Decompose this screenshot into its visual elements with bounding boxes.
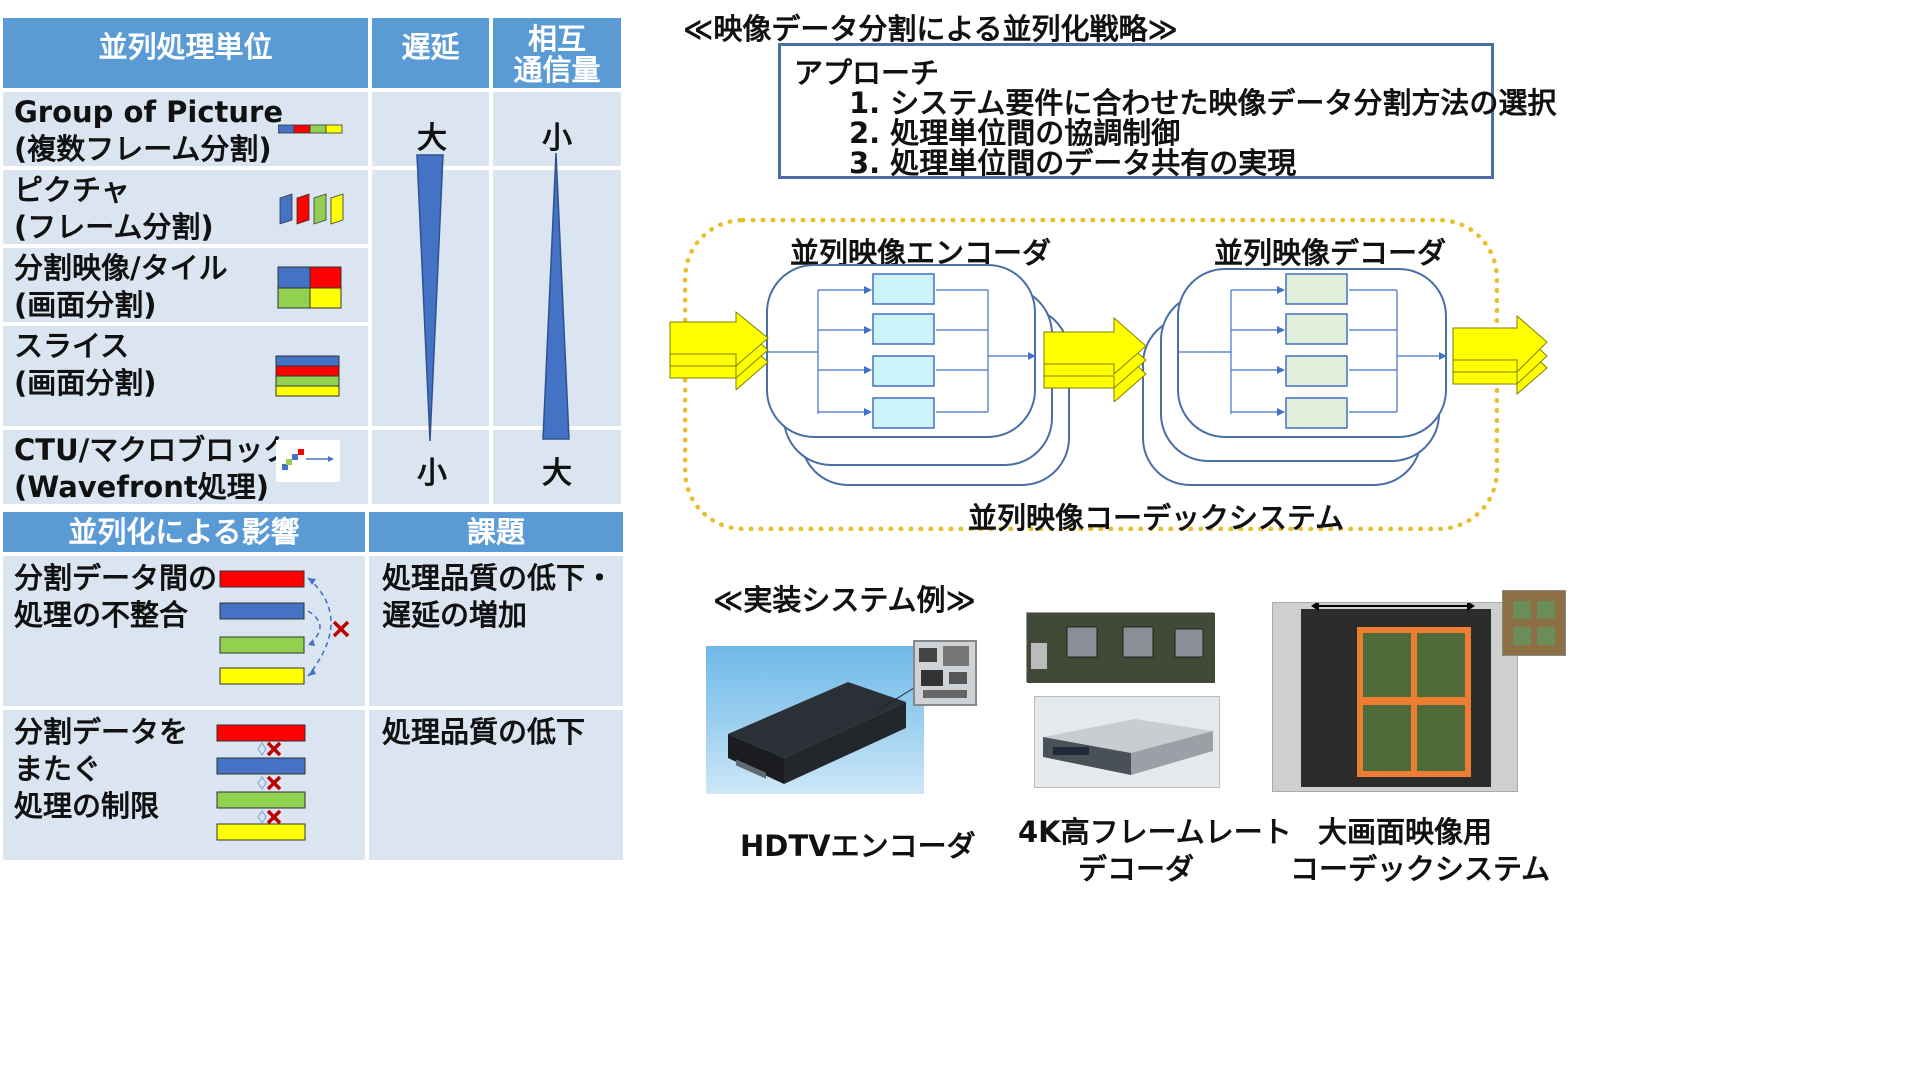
issue-label-quality-delay: 処理品質の低下・ 遅延の増加 bbox=[382, 561, 615, 632]
decoder-label: 並列映像デコーダ bbox=[1214, 236, 1447, 270]
row-label-picture: ピクチャ (フレーム分割) bbox=[14, 173, 214, 244]
approach-item-2: 2. 処理単位間の協調制御 bbox=[849, 116, 1181, 150]
implementation-title: ≪実装システム例≫ bbox=[713, 583, 976, 617]
intermediate-arrow-icon bbox=[1043, 316, 1147, 402]
slice-split-icon bbox=[275, 355, 340, 397]
issue-cell bbox=[369, 710, 623, 860]
decoder-unit-photo bbox=[1034, 696, 1220, 788]
comm-top-label: 小 bbox=[542, 121, 572, 156]
row-label-ctu: CTU/マクロブロック (Wavefront処理) bbox=[14, 433, 293, 504]
header-parallel-unit-text: 並列処理単位 bbox=[98, 30, 273, 64]
header-issue: 課題 bbox=[369, 512, 623, 552]
codec-system-photo bbox=[1272, 601, 1518, 792]
approach-item-3: 3. 処理単位間のデータ共有の実現 bbox=[849, 146, 1297, 180]
decoder-device-icon bbox=[1043, 719, 1213, 775]
header-communication: 相互 通信量 bbox=[493, 18, 621, 88]
encoder-internal-flow bbox=[766, 273, 1036, 429]
delay-cell bbox=[372, 430, 489, 504]
restriction-icon bbox=[216, 724, 306, 841]
header-impact: 並列化による影響 bbox=[3, 512, 365, 552]
comm-wedge bbox=[542, 152, 570, 440]
issue-label-quality: 処理品質の低下 bbox=[382, 715, 586, 749]
strategy-title: ≪映像データ分割による並列化戦略≫ bbox=[683, 12, 1178, 46]
input-arrow-icon bbox=[669, 310, 769, 390]
comm-bottom-label: 大 bbox=[542, 456, 572, 491]
codec-board-inset bbox=[1502, 590, 1566, 656]
picture-split-icon bbox=[279, 193, 344, 225]
decoder-internal-flow bbox=[1177, 273, 1447, 429]
encoder-device-icon bbox=[728, 682, 915, 784]
comm-cell bbox=[493, 430, 621, 504]
circuit-board-icon bbox=[1027, 613, 1215, 683]
header-parallel-unit: 並列処理単位 bbox=[3, 18, 368, 88]
impact-label-restriction: 分割データを またぐ 処理の制限 bbox=[14, 715, 189, 823]
table-row bbox=[3, 556, 365, 706]
header-delay-text: 遅延 bbox=[401, 30, 460, 64]
decoder-board-photo bbox=[1026, 612, 1215, 683]
wavefront-icon bbox=[276, 440, 340, 482]
comm-cell bbox=[493, 92, 621, 166]
caption-4k-decoder: 4K高フレームレート デコーダ bbox=[1018, 815, 1292, 886]
caption-codec-system: 大画面映像用 コーデックシステム bbox=[1290, 815, 1551, 886]
system-label: 並列映像コーデックシステム bbox=[968, 501, 1345, 535]
approach-title: アプローチ bbox=[794, 56, 940, 90]
approach-box: アプローチ 1. システム要件に合わせた映像データ分割方法の選択 2. 処理単位… bbox=[778, 43, 1556, 180]
header-delay: 遅延 bbox=[372, 18, 489, 88]
encoder-board-inset bbox=[913, 640, 977, 706]
row-label-slice: スライス (画面分割) bbox=[14, 329, 157, 400]
header-issue-text: 課題 bbox=[466, 515, 525, 549]
row-label-gop: Group of Picture (複数フレーム分割) bbox=[14, 95, 284, 166]
approach-item-1: 1. システム要件に合わせた映像データ分割方法の選択 bbox=[849, 86, 1557, 120]
header-communication-text: 相互 通信量 bbox=[513, 22, 601, 87]
delay-wedge bbox=[416, 154, 444, 442]
tile-split-icon bbox=[277, 266, 342, 309]
circuit-board-icon bbox=[919, 646, 969, 698]
issue-cell bbox=[369, 556, 623, 706]
delay-cell bbox=[372, 92, 489, 166]
output-arrow-icon bbox=[1452, 314, 1548, 396]
row-label-tile: 分割映像/タイル (画面分割) bbox=[14, 251, 228, 322]
codec-rack-icon bbox=[1301, 601, 1491, 787]
impact-label-inconsistency: 分割データ間の 処理の不整合 bbox=[14, 561, 218, 632]
inconsistency-icon bbox=[219, 570, 350, 685]
gop-split-icon bbox=[278, 124, 343, 134]
header-impact-text: 並列化による影響 bbox=[68, 515, 300, 549]
caption-hdtv-encoder: HDTVエンコーダ bbox=[740, 829, 976, 863]
delay-top-label: 大 bbox=[417, 121, 447, 156]
delay-bottom-label: 小 bbox=[417, 456, 447, 491]
hdtv-encoder-photo bbox=[706, 646, 924, 794]
circuit-board-icon bbox=[1503, 591, 1565, 655]
